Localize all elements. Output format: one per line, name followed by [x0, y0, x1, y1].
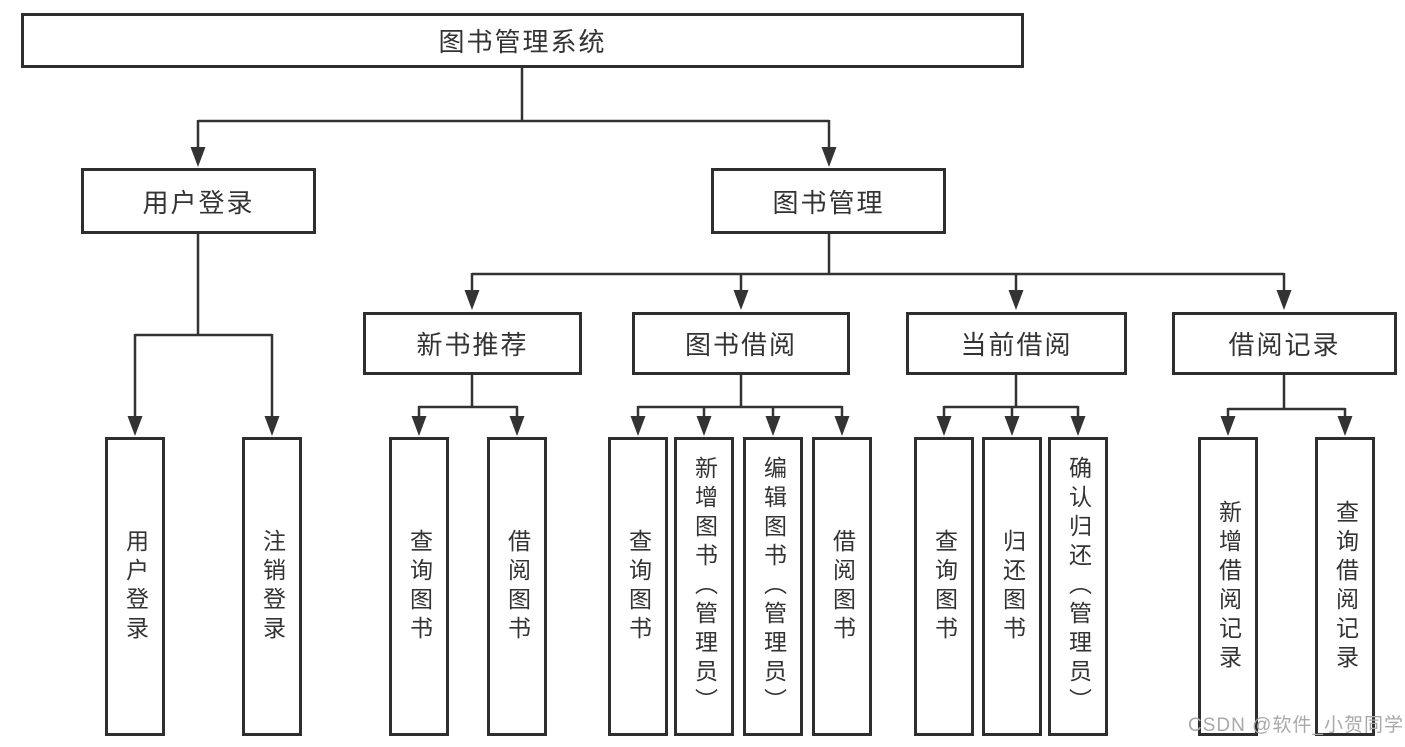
leaf-borrow-books-recommend: 借阅图书 — [487, 437, 547, 736]
node-label: 新书推荐 — [416, 330, 529, 360]
leaf-query-books-recommend: 查询图书 — [389, 437, 449, 736]
node-label: 新增图书（管理员） — [691, 456, 718, 717]
node-label: 归还图书 — [999, 528, 1026, 645]
leaf-query-borrow-record: 查询借阅记录 — [1315, 437, 1375, 736]
node-label: 图书管理系统 — [438, 27, 607, 57]
node-label: 确认归还（管理员） — [1065, 456, 1092, 717]
node-current-borrowing: 当前借阅 — [906, 312, 1127, 375]
leaf-confirm-return-admin: 确认归还（管理员） — [1048, 437, 1108, 736]
watermark-text: CSDN @软件_小贺同学 — [1188, 715, 1404, 736]
leaf-add-books-admin: 新增图书（管理员） — [674, 437, 734, 736]
node-label: 借阅图书 — [829, 528, 856, 645]
node-label: 借阅记录 — [1228, 330, 1341, 360]
leaf-logout-login: 注销登录 — [242, 437, 302, 736]
node-book-management: 图书管理 — [711, 168, 946, 234]
node-label: 查询图书 — [406, 528, 433, 645]
arrowheads — [127, 147, 1353, 436]
node-label: 查询借阅记录 — [1332, 499, 1359, 674]
node-label: 当前借阅 — [960, 330, 1073, 360]
leaf-add-borrow-record: 新增借阅记录 — [1198, 437, 1258, 736]
leaf-borrow-books-borrowing: 借阅图书 — [812, 437, 872, 736]
node-label: 注销登录 — [259, 528, 286, 645]
node-borrowing-records: 借阅记录 — [1172, 312, 1397, 375]
node-label: 查询图书 — [931, 528, 958, 645]
node-label: 用户登录 — [122, 528, 149, 645]
node-new-book-recommendation: 新书推荐 — [363, 312, 582, 375]
node-label: 图书管理 — [772, 187, 885, 218]
node-label: 图书借阅 — [684, 330, 797, 360]
node-label: 用户登录 — [142, 187, 255, 218]
leaf-query-books-borrowing: 查询图书 — [608, 437, 668, 736]
node-book-borrowing: 图书借阅 — [632, 312, 850, 375]
node-label: 借阅图书 — [504, 528, 531, 645]
node-user-login: 用户登录 — [81, 168, 316, 234]
leaf-edit-books-admin: 编辑图书（管理员） — [743, 437, 803, 736]
leaf-query-books-current: 查询图书 — [914, 437, 974, 736]
node-label: 查询图书 — [625, 528, 652, 645]
node-label: 新增借阅记录 — [1215, 499, 1242, 674]
leaf-user-login: 用户登录 — [105, 437, 165, 736]
leaf-return-books: 归还图书 — [982, 437, 1042, 736]
node-label: 编辑图书（管理员） — [760, 456, 787, 717]
node-library-system: 图书管理系统 — [21, 13, 1024, 68]
